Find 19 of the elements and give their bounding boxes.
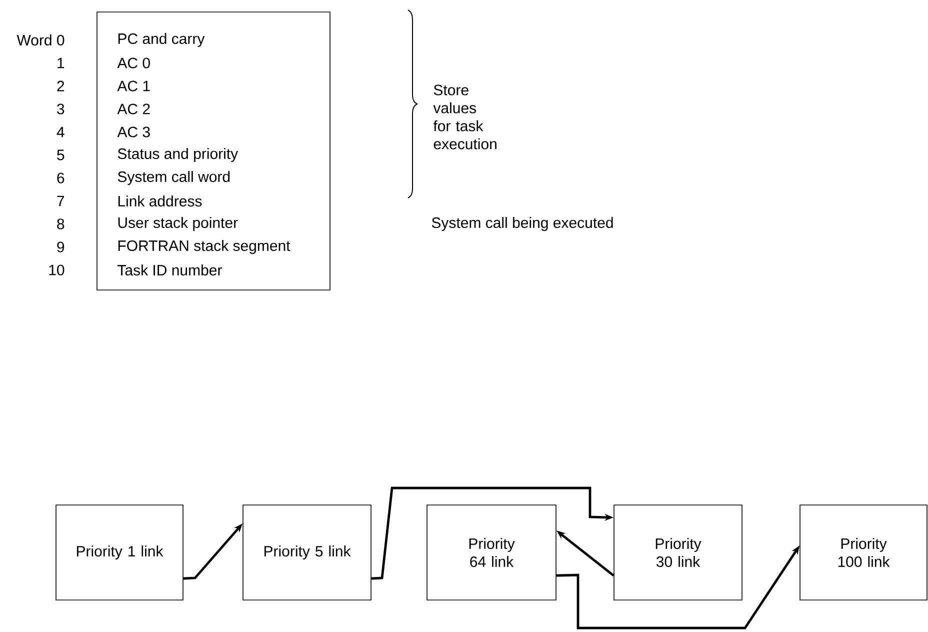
register-table: PC and carry AC 0 AC 1 AC 2 AC 3 Status and priority System call word Link address User stack pointer FORTRAN stack segment Task ID number	[96, 12, 330, 290]
word-number: 10	[49, 264, 64, 276]
word-number: 4	[56, 126, 64, 138]
note-text: System call being executed	[432, 217, 613, 231]
word-number: 2	[57, 80, 64, 92]
priority-box: Priority 30 link	[614, 504, 742, 600]
word-number: 6	[57, 172, 64, 184]
word-number: 7	[57, 196, 64, 206]
word-number: Word 0	[16, 34, 64, 46]
word-number: 8	[57, 218, 64, 230]
priority-box: Priority 1 link	[56, 504, 184, 600]
word-number: 5	[57, 150, 64, 160]
priority-box: Priority 64 link	[426, 504, 556, 600]
word-number: 3	[57, 104, 64, 114]
brace-label: Store values for task execution	[433, 84, 496, 150]
priority-box: Priority 5 link	[242, 504, 372, 600]
priority-box: Priority 100 link	[800, 504, 928, 600]
word-number: 9	[57, 242, 64, 252]
word-number: 1	[58, 58, 64, 68]
